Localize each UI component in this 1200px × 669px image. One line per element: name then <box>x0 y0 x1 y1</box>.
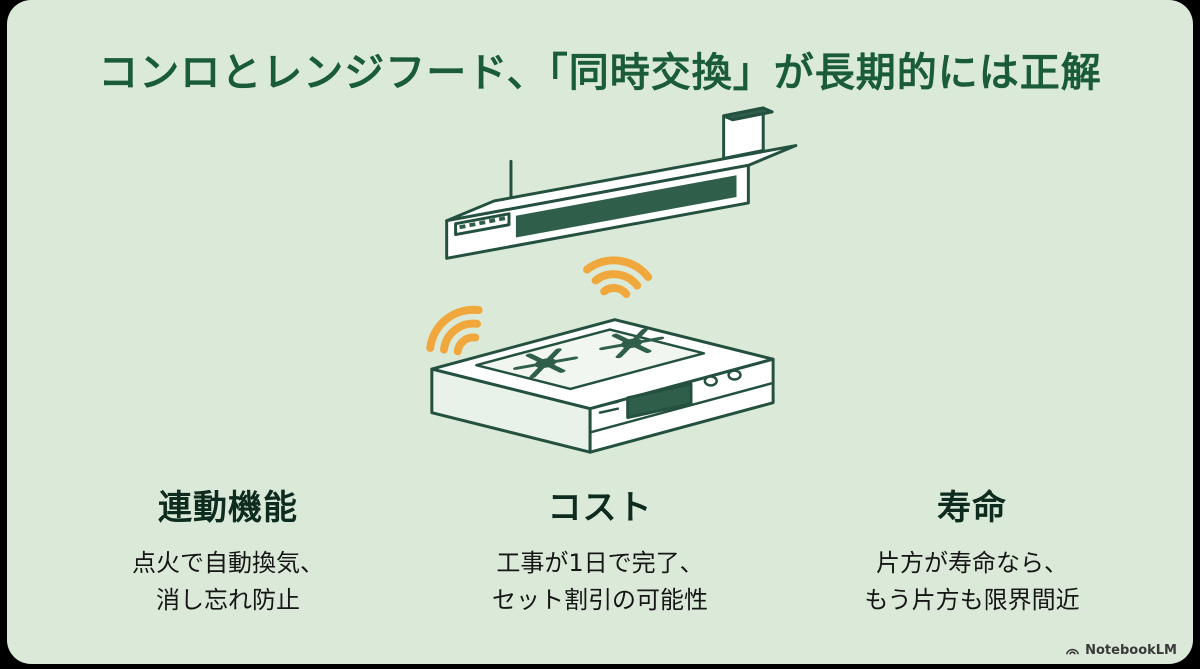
watermark: NotebookLM <box>1065 643 1177 658</box>
burner-right <box>599 328 665 359</box>
hood-control-buttons <box>459 216 506 230</box>
column-body-line2: 消し忘れ防止 <box>156 586 300 615</box>
column-heading: コスト <box>547 488 653 528</box>
hood-glass-panel <box>515 175 737 238</box>
gas-stove-illustration <box>430 318 775 454</box>
slide-title: コンロとレンジフード、「同時交換」が長期的には正解 <box>98 50 1102 96</box>
signal-waves-right <box>583 256 653 299</box>
column-lifespan: 寿命 片方が寿命なら、 もう片方も限界間近 <box>791 480 1153 619</box>
stove-knobs <box>703 369 742 387</box>
column-cost: コスト 工事が1日で完了、 セット割引の可能性 <box>419 480 781 619</box>
column-heading: 連動機能 <box>158 488 298 528</box>
column-heading: 寿命 <box>937 488 1007 528</box>
hood-duct-cap <box>722 106 774 122</box>
watermark-text: NotebookLM <box>1085 643 1177 658</box>
range-hood-illustration <box>445 106 798 260</box>
column-body-line1: 工事が1日で完了、 <box>496 549 704 577</box>
column-body-line2: セット割引の可能性 <box>492 586 708 615</box>
slide: コンロとレンジフード、「同時交換」が長期的には正解 <box>7 0 1193 664</box>
burner-left <box>512 348 579 378</box>
column-body: 片方が寿命なら、 もう片方も限界間近 <box>791 545 1153 619</box>
notebooklm-logo-icon <box>1066 648 1080 655</box>
benefit-columns: 連動機能 点火で自動換気、 消し忘れ防止 コスト 工事が1日で完了、 セット割引… <box>47 480 1153 619</box>
column-linked-function: 連動機能 点火で自動換気、 消し忘れ防止 <box>47 480 409 619</box>
grill-window <box>626 382 693 420</box>
vent-slots <box>598 400 620 414</box>
column-body: 点火で自動換気、 消し忘れ防止 <box>47 545 409 619</box>
column-body-line1: 片方が寿命なら、 <box>876 549 1068 577</box>
column-body-line1: 点火で自動換気、 <box>132 549 324 577</box>
column-body: 工事が1日で完了、 セット割引の可能性 <box>419 545 781 619</box>
column-body-line2: もう片方も限界間近 <box>864 586 1080 615</box>
hood-stove-illustration <box>426 106 798 454</box>
drawer-divider <box>588 381 775 434</box>
signal-waves-left <box>426 305 483 356</box>
